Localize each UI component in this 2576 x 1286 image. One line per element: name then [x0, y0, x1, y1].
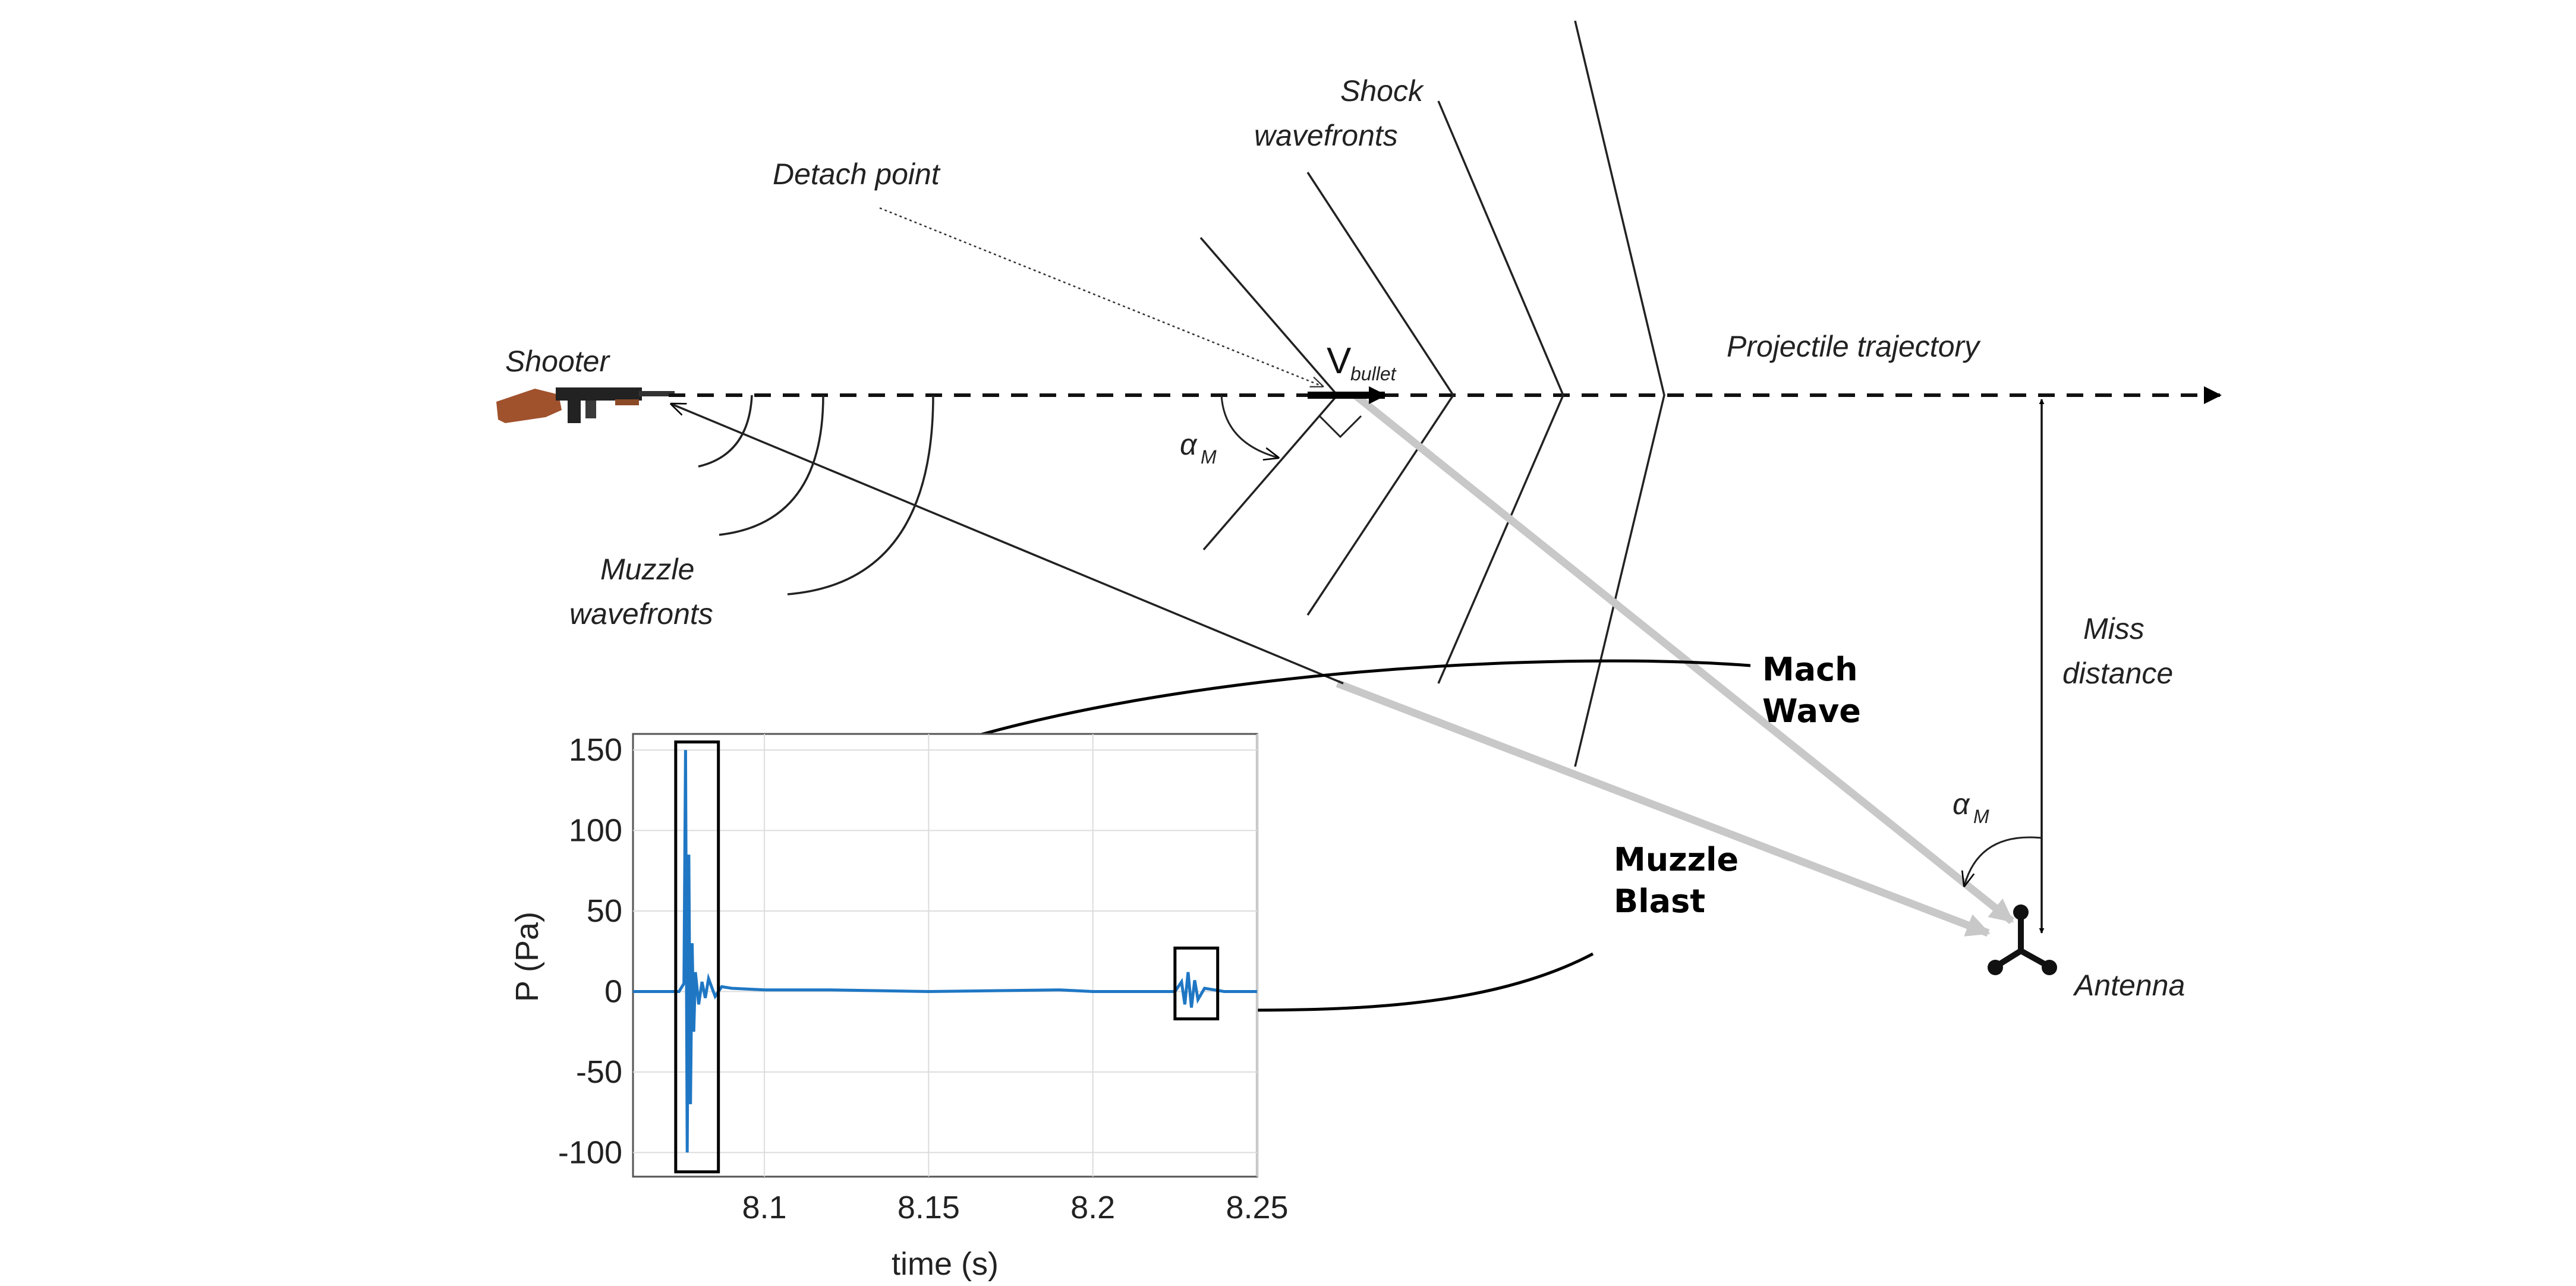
- plot-tick-labels: 8.1 8.15 8.2 8.25 150 100 50 0 -50 -100: [558, 732, 1289, 1225]
- muzzle-ray: [1336, 679, 1991, 937]
- detach-point-label: Detach point: [773, 157, 941, 191]
- signal-highlight-box: [674, 740, 720, 1174]
- shooter-antenna-line: [672, 404, 1344, 685]
- shock-wavefronts: [1199, 20, 1665, 767]
- v-bullet-subscript: bullet: [1350, 363, 1397, 384]
- pressure-signal-line: [633, 750, 1257, 1153]
- y-tick-label: 100: [569, 813, 622, 849]
- x-tick-label: 8.15: [897, 1190, 960, 1225]
- projectile-trajectory-label: Projectile trajectory: [1727, 330, 1981, 363]
- right-angle-mark: [1318, 415, 1362, 439]
- y-tick-label: 0: [604, 973, 622, 1009]
- muzzle-blast-label-line2: Blast: [1614, 882, 1705, 920]
- shock-wavefronts-label-line2: wavefronts: [1254, 119, 1398, 152]
- alpha-subscript-top: M: [1201, 446, 1217, 468]
- miss-distance-label-line2: distance: [2062, 657, 2173, 690]
- x-tick-label: 8.25: [1226, 1190, 1288, 1225]
- miss-distance-label-line1: Miss: [2083, 612, 2144, 645]
- antenna-icon: [1988, 904, 2057, 975]
- muzzle-wavefronts: [698, 395, 934, 595]
- antenna-label: Antenna: [2073, 969, 2185, 1002]
- alpha-label-bottom: α: [1953, 787, 1970, 821]
- mach-angle-arc-top: [1220, 395, 1278, 458]
- mach-angle-arc-bottom: [1964, 836, 2042, 885]
- detach-point-arrow: [879, 207, 1322, 386]
- signal-highlight-box: [1173, 946, 1220, 1021]
- shock-wavefronts-label-line1: Shock: [1340, 74, 1425, 108]
- muzzle-blast-label-line1: Muzzle: [1614, 841, 1739, 878]
- x-tick-label: 8.1: [742, 1190, 787, 1225]
- y-tick-label: -100: [558, 1134, 622, 1170]
- y-tick-label: 150: [569, 732, 622, 768]
- plot-grid: [633, 734, 1258, 1177]
- x-tick-label: 8.2: [1070, 1190, 1115, 1225]
- v-bullet-label: V: [1327, 341, 1352, 382]
- mach-ray: [1352, 392, 2015, 925]
- muzzle-blast-pointer: [1223, 952, 1594, 1019]
- x-axis-label: time (s): [892, 1246, 999, 1282]
- muzzle-wavefronts-label-line2: wavefronts: [569, 597, 713, 631]
- mach-wave-label-line1: Mach: [1762, 651, 1858, 688]
- alpha-label-top: α: [1180, 428, 1198, 461]
- y-axis-label: P (Pa): [509, 912, 545, 1002]
- muzzle-wavefronts-label-line1: Muzzle: [600, 553, 694, 586]
- y-tick-label: 50: [587, 893, 622, 929]
- signal-highlight-boxes: [674, 740, 1220, 1174]
- y-tick-label: -50: [576, 1054, 622, 1090]
- mach-wave-label-line2: Wave: [1762, 692, 1861, 730]
- rifle-icon: [496, 387, 675, 423]
- alpha-subscript-bottom: M: [1973, 806, 1989, 827]
- plot-area: [632, 733, 1258, 1178]
- shooter-label: Shooter: [505, 345, 610, 378]
